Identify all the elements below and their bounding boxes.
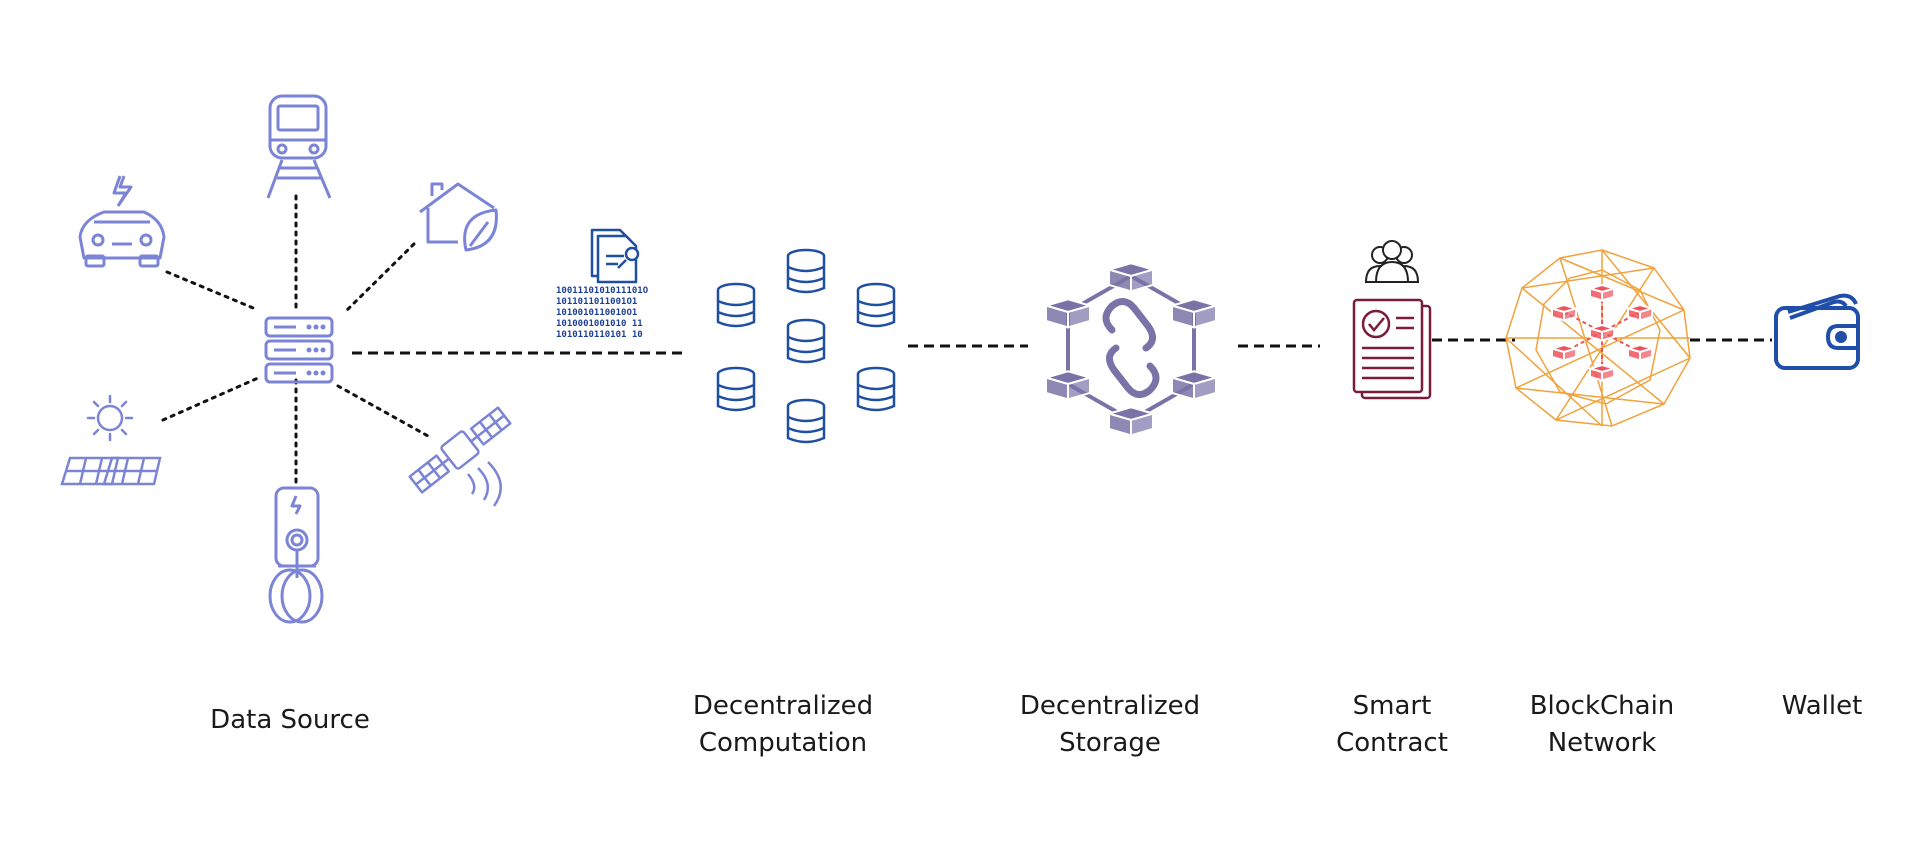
network-block [1548,343,1580,362]
storage-block [1168,370,1220,401]
binary-data-stream: 1001110101011101O 1011011011001O1 101001… [556,286,648,341]
storage-block [1168,298,1220,329]
chain-link-cubes-icon [1042,262,1220,437]
electric-car-icon [78,175,166,268]
binary-line: 1010010110010O1 [556,308,638,318]
network-block [1586,323,1618,342]
binary-line: 1010001001010 11 [556,319,643,329]
storage-label: Decentralized Storage [1019,691,1201,758]
binary-line: 1011011011001O1 [556,297,638,307]
computation-label: Decentralized Computation [692,691,874,758]
ev-charger-icon [268,486,324,624]
binary-line: 1001110101011101O [556,286,649,296]
contract-document-icon [1352,298,1432,400]
storage-block [1042,298,1094,329]
server-cluster-icon [716,248,896,444]
satellite-icon [408,406,512,507]
solar-panel-icon [60,394,162,486]
eco-house-icon [419,182,498,252]
storage-block [1105,406,1157,437]
network-block [1586,363,1618,382]
network-block [1624,303,1656,322]
pipeline-connectors [352,338,1772,355]
smart-contract-group [1352,240,1432,400]
users-icon [1364,240,1420,283]
storage-block [1042,370,1094,401]
source-connectors [161,194,430,486]
blockchain-sphere-icon [1505,249,1691,427]
binary-line: 1010110110101 10 [556,330,643,340]
wallet-icon [1774,293,1860,370]
blockchain-network-label: BlockChain Network [1529,691,1675,758]
server-hub-icon [264,316,334,384]
train-icon [266,94,332,199]
storage-block [1105,262,1157,293]
data-source-label: Data Source [210,705,370,735]
smart-contract-label: Smart Contract [1336,691,1448,758]
network-block [1548,303,1580,322]
network-block [1586,283,1618,302]
network-block [1624,343,1656,362]
wallet-label: Wallet [1781,691,1863,721]
encrypted-document-icon [590,228,640,284]
